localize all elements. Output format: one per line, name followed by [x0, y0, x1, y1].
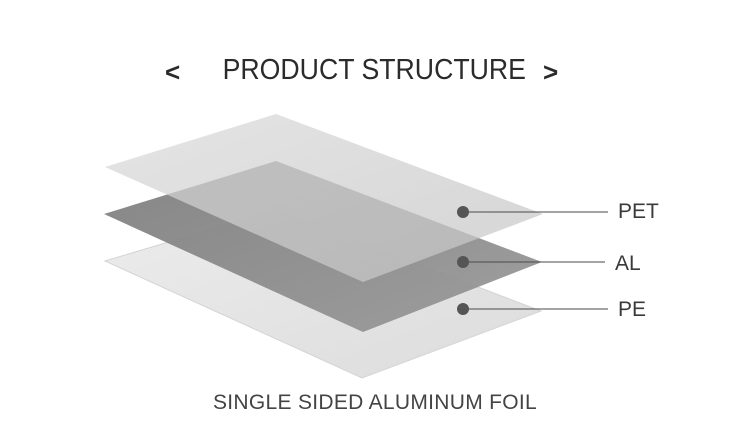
pe-label: PE: [618, 298, 647, 321]
page-title: PRODUCT STRUCTURE: [222, 54, 526, 86]
al-label: AL: [615, 252, 641, 275]
pet-layer: [105, 114, 543, 282]
pet-marker: [457, 206, 469, 218]
pe-marker: [457, 303, 469, 315]
prev-arrow-icon[interactable]: <: [165, 57, 181, 87]
header: < PRODUCT STRUCTURE >: [0, 50, 750, 94]
pet-label: PET: [618, 200, 659, 223]
diagram-caption: SINGLE SIDED ALUMINUM FOIL: [212, 391, 538, 414]
next-arrow-icon[interactable]: >: [543, 57, 559, 87]
al-marker: [457, 256, 469, 268]
